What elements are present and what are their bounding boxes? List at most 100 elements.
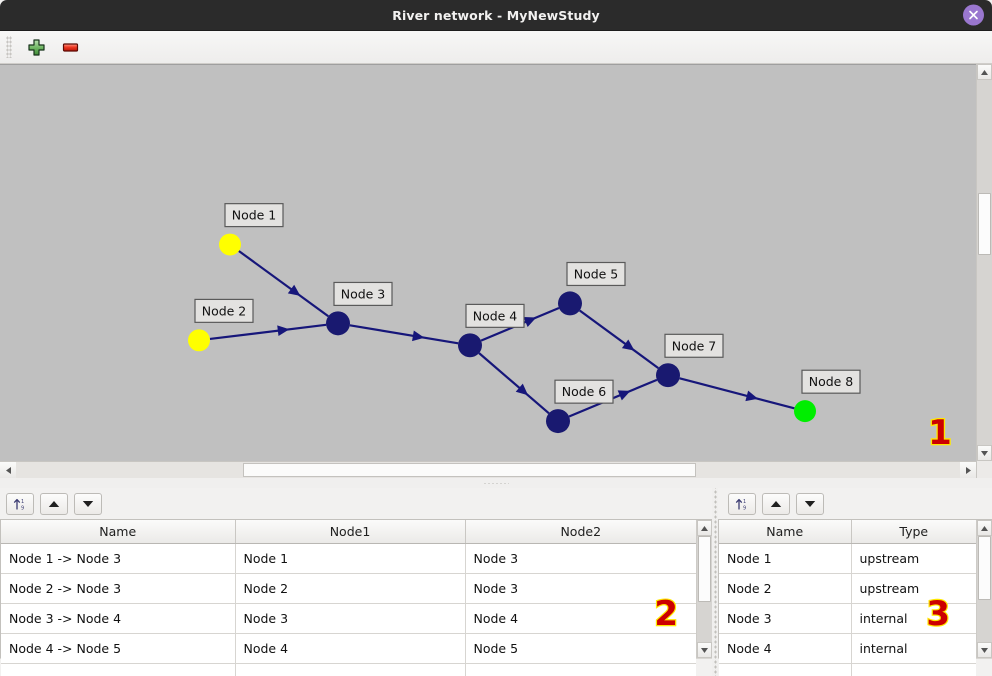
canvas-vscroll-thumb[interactable] bbox=[978, 193, 991, 256]
graph-node-node2[interactable] bbox=[188, 329, 210, 352]
graph-node-node8[interactable] bbox=[794, 400, 816, 423]
node-scroll-down-button[interactable] bbox=[977, 642, 992, 658]
reach-table-cell[interactable]: Node 4 bbox=[235, 633, 466, 664]
reach-table-column-header-1[interactable]: Node1 bbox=[235, 520, 466, 544]
reach-table-cell[interactable]: Node 3 -> Node 4 bbox=[1, 603, 236, 634]
reach-table-cell-empty[interactable] bbox=[1, 663, 236, 676]
canvas-horizontal-scrollbar[interactable] bbox=[0, 461, 976, 478]
node-label-node8[interactable]: Node 8 bbox=[801, 369, 861, 394]
graph-node-node6[interactable] bbox=[546, 409, 570, 434]
node-sort-button[interactable]: 1 9 bbox=[728, 492, 756, 515]
node-table-scrollbar[interactable] bbox=[976, 520, 992, 658]
reach-table-row-empty[interactable] bbox=[1, 663, 696, 676]
edge-arrowhead bbox=[523, 317, 537, 327]
node-table-cell[interactable]: Node 1 bbox=[719, 543, 852, 574]
node-table-cell-empty[interactable] bbox=[719, 663, 852, 676]
reach-table-cell[interactable]: Node 4 -> Node 5 bbox=[1, 633, 236, 664]
node-table-cell-empty[interactable] bbox=[851, 663, 976, 676]
network-canvas[interactable]: Node 1 Node 2 Node 3 Node 4 Node 5 Node 6 Node… bbox=[0, 64, 976, 461]
reach-table-cell-empty[interactable] bbox=[235, 663, 466, 676]
graph-node-node5[interactable] bbox=[558, 291, 582, 316]
add-node-button[interactable] bbox=[24, 35, 48, 59]
edge-Node4-to-Node6[interactable] bbox=[478, 352, 550, 415]
node-table-row-empty[interactable] bbox=[719, 663, 976, 676]
sort-arrow-icon: 1 9 bbox=[735, 498, 746, 511]
canvas-hscroll-track[interactable] bbox=[16, 462, 960, 478]
node-scroll-up-button[interactable] bbox=[977, 520, 992, 536]
reach-table-cell[interactable]: Node 2 -> Node 3 bbox=[1, 573, 236, 604]
graph-node-node4[interactable] bbox=[458, 333, 482, 358]
node-table-cell[interactable]: upstream bbox=[851, 573, 976, 604]
node-table-cell[interactable]: Node 3 bbox=[719, 603, 852, 634]
node-table-column-header-1[interactable]: Type bbox=[851, 520, 976, 544]
node-label-node6[interactable]: Node 6 bbox=[554, 379, 614, 404]
graph-node-node3[interactable] bbox=[326, 311, 350, 336]
edge-Node1-to-Node3[interactable] bbox=[238, 250, 329, 318]
reach-table-cell[interactable]: Node 1 -> Node 3 bbox=[1, 543, 236, 574]
node-label-box bbox=[801, 369, 861, 394]
node-move-up-button[interactable] bbox=[762, 492, 790, 515]
canvas-vscroll-track[interactable] bbox=[977, 80, 992, 445]
reach-move-up-button[interactable] bbox=[40, 492, 68, 515]
node-table-cell[interactable]: internal bbox=[851, 603, 976, 634]
reach-scroll-thumb[interactable] bbox=[698, 536, 711, 602]
reach-sort-button[interactable]: 1 9 bbox=[6, 492, 34, 515]
horizontal-splitter[interactable] bbox=[0, 478, 992, 488]
canvas-vertical-scrollbar[interactable] bbox=[976, 64, 992, 461]
node-table-column-header-0[interactable]: Name bbox=[719, 520, 852, 544]
scroll-up-button[interactable] bbox=[977, 64, 992, 80]
delete-node-button[interactable] bbox=[58, 35, 82, 59]
node-table-cell[interactable]: Node 2 bbox=[719, 573, 852, 604]
reach-table-cell[interactable]: Node 3 bbox=[465, 543, 696, 574]
edge-Node3-to-Node4[interactable] bbox=[349, 324, 459, 345]
reach-scroll-track[interactable] bbox=[697, 536, 712, 642]
scroll-left-button[interactable] bbox=[0, 462, 16, 478]
node-label-node5[interactable]: Node 5 bbox=[566, 261, 626, 287]
node-scroll-track[interactable] bbox=[977, 536, 992, 642]
node-move-down-button[interactable] bbox=[796, 492, 824, 515]
node-label-node4[interactable]: Node 4 bbox=[465, 303, 525, 328]
reach-table-cell[interactable]: Node 1 bbox=[235, 543, 466, 574]
canvas-hscroll-thumb[interactable] bbox=[242, 463, 696, 477]
node-label-node1[interactable]: Node 1 bbox=[224, 203, 284, 228]
node-table-cell[interactable]: Node 4 bbox=[719, 633, 852, 664]
edge-Node5-to-Node7[interactable] bbox=[579, 309, 659, 370]
node-label-node3[interactable]: Node 3 bbox=[333, 281, 393, 306]
reach-table-column-header-0[interactable]: Name bbox=[1, 520, 236, 544]
reach-table-cell[interactable]: Node 4 bbox=[465, 603, 696, 634]
graph-node-node7[interactable] bbox=[656, 363, 680, 388]
reach-move-down-button[interactable] bbox=[74, 492, 102, 515]
vertical-splitter[interactable] bbox=[712, 488, 718, 676]
reach-table-cell[interactable]: Node 3 bbox=[235, 603, 466, 634]
reach-table-cell[interactable]: Node 3 bbox=[465, 573, 696, 604]
edge-Node7-to-Node8[interactable] bbox=[679, 377, 795, 410]
reach-table-cell-empty[interactable] bbox=[465, 663, 696, 676]
node-label-node7[interactable]: Node 7 bbox=[664, 333, 724, 358]
graph-node-node1[interactable] bbox=[219, 233, 241, 256]
edge-arrowhead bbox=[515, 383, 529, 396]
node-table-cell[interactable]: internal bbox=[851, 633, 976, 664]
reach-table-cell[interactable]: Node 5 bbox=[465, 633, 696, 664]
reach-scroll-down-button[interactable] bbox=[697, 642, 712, 658]
chevron-up-icon bbox=[701, 525, 708, 531]
toolbar-grip[interactable] bbox=[6, 36, 12, 58]
edge-Node2-to-Node3[interactable] bbox=[209, 323, 327, 341]
reach-table-cell[interactable]: Node 2 bbox=[235, 573, 466, 604]
node-scroll-thumb[interactable] bbox=[978, 536, 991, 600]
reach-scroll-up-button[interactable] bbox=[697, 520, 712, 536]
reach-table-scrollbar[interactable] bbox=[696, 520, 712, 658]
reach-table-column-header-2[interactable]: Node2 bbox=[465, 520, 696, 544]
scroll-right-button[interactable] bbox=[960, 462, 976, 478]
scroll-down-button[interactable] bbox=[977, 445, 992, 461]
node-label-node2[interactable]: Node 2 bbox=[194, 298, 254, 323]
node-table-cell[interactable]: upstream bbox=[851, 543, 976, 574]
close-button[interactable] bbox=[963, 4, 984, 26]
